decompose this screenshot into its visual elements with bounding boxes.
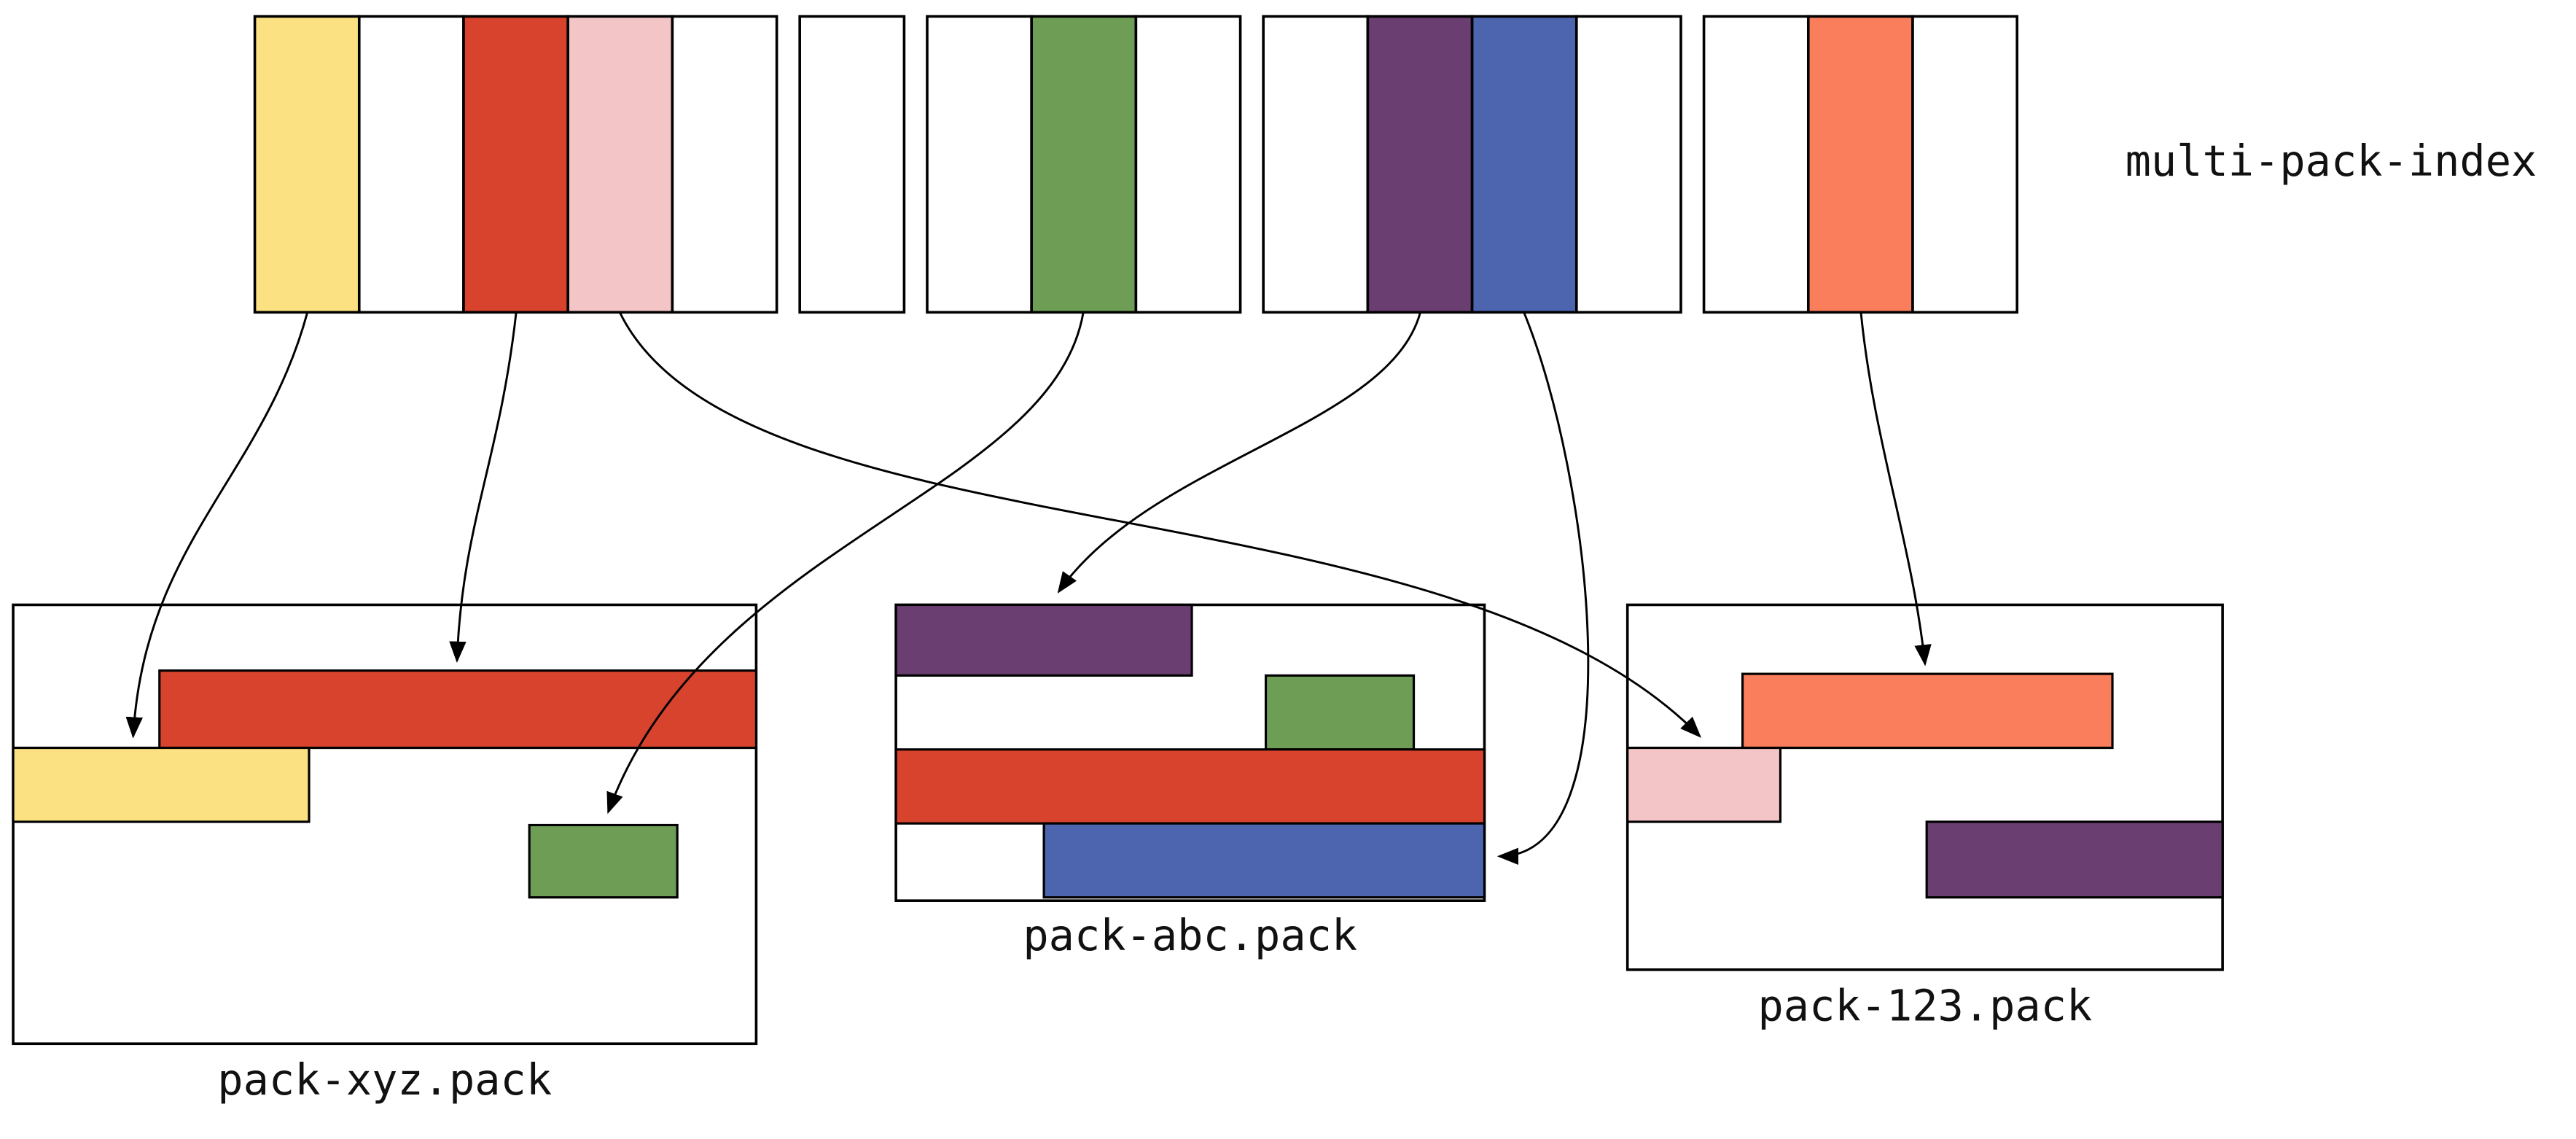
pack-123-label: pack-123.pack bbox=[1757, 981, 2092, 1031]
arrow-purple bbox=[1057, 311, 1421, 594]
arrow-green bbox=[606, 312, 1085, 815]
pack-123.pack-object-salmon bbox=[1741, 672, 2114, 750]
pack-123.pack-object-purple bbox=[1925, 820, 2224, 899]
pack-abc.pack-object-blue bbox=[1042, 822, 1486, 899]
arrow-salmon bbox=[1859, 312, 1932, 666]
pack-123.pack-object-pink bbox=[1626, 746, 1782, 823]
index-cell-8-white bbox=[1134, 15, 1242, 314]
pack-xyz.pack-object-red bbox=[158, 669, 758, 750]
arrows bbox=[125, 311, 1932, 865]
index-cell-13-white bbox=[1702, 15, 1810, 314]
arrow-blue bbox=[1496, 311, 1590, 865]
pack-abc.pack-object-green bbox=[1264, 674, 1416, 751]
arrow-yellow bbox=[125, 311, 309, 739]
index-cell-3-pink bbox=[566, 15, 674, 314]
index-cell-2-red bbox=[462, 15, 569, 314]
index-cell-12-white bbox=[1574, 15, 1682, 314]
index-cell-14-salmon bbox=[1806, 15, 1914, 314]
arrow-red bbox=[449, 312, 518, 664]
index-cell-5-white bbox=[798, 15, 906, 314]
index-cells bbox=[253, 15, 2019, 314]
index-cell-7-green bbox=[1030, 15, 1138, 314]
arrow-pink bbox=[618, 311, 1701, 738]
pack-xyz-group: pack-xyz.pack bbox=[12, 603, 758, 1105]
pack-abc.pack-object-purple bbox=[894, 603, 1193, 677]
index-cell-0-yellow bbox=[253, 15, 361, 314]
pack-abc-label: pack-abc.pack bbox=[1023, 911, 1357, 960]
pack-123-group: pack-123.pack bbox=[1625, 603, 2224, 1031]
pack-abc-group: pack-abc.pack bbox=[894, 603, 1486, 960]
pack-xyz-label: pack-xyz.pack bbox=[217, 1055, 552, 1105]
index-cell-6-white bbox=[926, 15, 1033, 314]
pack-abc.pack-object-red bbox=[894, 748, 1486, 825]
index-cell-10-purple bbox=[1366, 15, 1474, 314]
index-cell-1-white bbox=[357, 15, 465, 314]
index-cell-15-white bbox=[1911, 15, 2019, 314]
index-cell-4-white bbox=[671, 15, 778, 314]
pack-xyz.pack-object-yellow bbox=[12, 746, 311, 823]
index-label: multi-pack-index bbox=[2126, 136, 2537, 186]
index-cell-9-white bbox=[1262, 15, 1370, 314]
pack-xyz.pack-object-green bbox=[528, 823, 679, 899]
index-cell-11-blue bbox=[1470, 15, 1578, 314]
